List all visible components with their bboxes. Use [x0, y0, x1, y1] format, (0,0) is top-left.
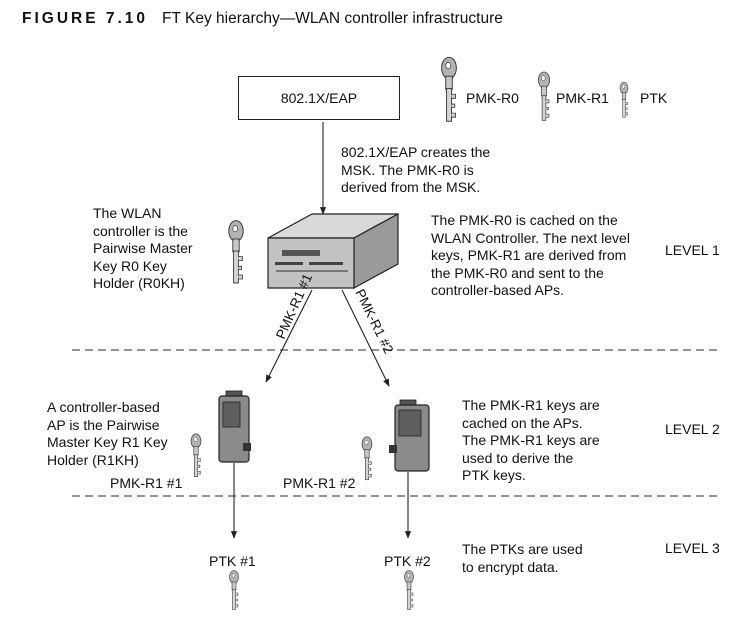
access-point-1-icon [218, 390, 251, 463]
r0kh-note: The WLAN controller is the Pairwise Mast… [93, 205, 193, 291]
figure-number: FIGURE 7.10 [22, 10, 149, 27]
pmk-r1-1-key-icon [190, 433, 202, 478]
wlan-controller-icon [267, 212, 399, 290]
ptk-2-label: PTK #2 [384, 553, 431, 569]
level-3-label: LEVEL 3 [665, 540, 720, 556]
controller-key-icon [228, 220, 244, 284]
pmk-r1-2-key-icon [361, 436, 373, 481]
pmk-r0-key-icon [441, 56, 457, 122]
ptk-key-icon [619, 81, 629, 118]
ptk-encrypt-note: The PTKs are used to encrypt data. [462, 541, 583, 575]
controller-to-ap1-arrow [265, 289, 313, 383]
figure-title: FIGURE 7.10 FT Key hierarchy—WLAN control… [22, 10, 503, 28]
figure-caption: FT Key hierarchy—WLAN controller infrast… [162, 10, 503, 27]
eap-box-label: 802.1X/EAP [280, 90, 358, 106]
ptk-2-key-icon [404, 570, 414, 610]
r1kh-note: A controller-based AP is the Pairwise Ma… [47, 399, 168, 468]
pmk-r1-1-label: PMK-R1 #1 [110, 475, 183, 491]
eap-box: 802.1X/EAP [238, 76, 400, 120]
pmk-r1-cache-note: The PMK-R1 keys are cached on the APs. T… [462, 397, 600, 483]
pmk-r1-2-label: PMK-R1 #2 [283, 475, 356, 491]
ptk-1-label: PTK #1 [209, 553, 256, 569]
controller-to-ap2-arrow [341, 289, 390, 387]
pmk-r1-key-icon [538, 71, 550, 121]
ptk-label: PTK [640, 90, 668, 106]
level-1-label: LEVEL 1 [665, 242, 720, 258]
msk-note: 802.1X/EAP creates the MSK. The PMK-R0 i… [341, 144, 491, 195]
pmk-r0-cache-note: The PMK-R0 is cached on the WLAN Control… [431, 212, 630, 298]
level-2-label: LEVEL 2 [665, 421, 720, 437]
pmk-r1-label: PMK-R1 [556, 90, 609, 106]
access-point-2-icon [389, 399, 430, 472]
pmk-r0-label: PMK-R0 [466, 90, 519, 106]
link-label-pmk-r1-2: PMK-R1 #2 [352, 287, 396, 356]
ptk-1-key-icon [229, 570, 239, 610]
